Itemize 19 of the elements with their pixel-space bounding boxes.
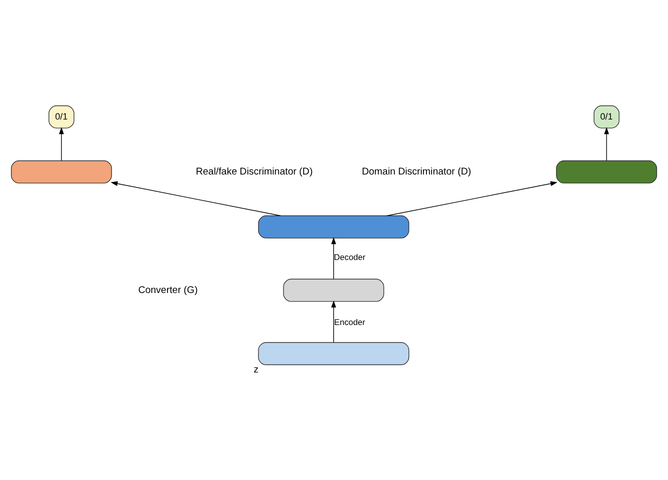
- node-box: [10, 160, 112, 183]
- edge-label: Encoder: [334, 316, 366, 326]
- node-box: [283, 278, 384, 302]
- edge-label: Decoder: [334, 252, 366, 262]
- label: Domain Discriminator (D): [362, 166, 472, 177]
- node-box: [258, 214, 410, 238]
- node-box: 0/1: [594, 104, 620, 128]
- node-box: [258, 342, 410, 365]
- node-box: 0/1: [48, 104, 74, 128]
- arrow: [331, 300, 336, 342]
- arrow: [110, 180, 281, 216]
- arrow: [59, 126, 64, 160]
- label: Converter (G): [138, 284, 198, 296]
- label: Real/fake Discriminator (D): [196, 166, 313, 177]
- node-box: [556, 160, 658, 183]
- arrow: [386, 180, 558, 216]
- node-label: z: [254, 364, 258, 376]
- arrow: [331, 236, 336, 279]
- arrow: [604, 126, 609, 160]
